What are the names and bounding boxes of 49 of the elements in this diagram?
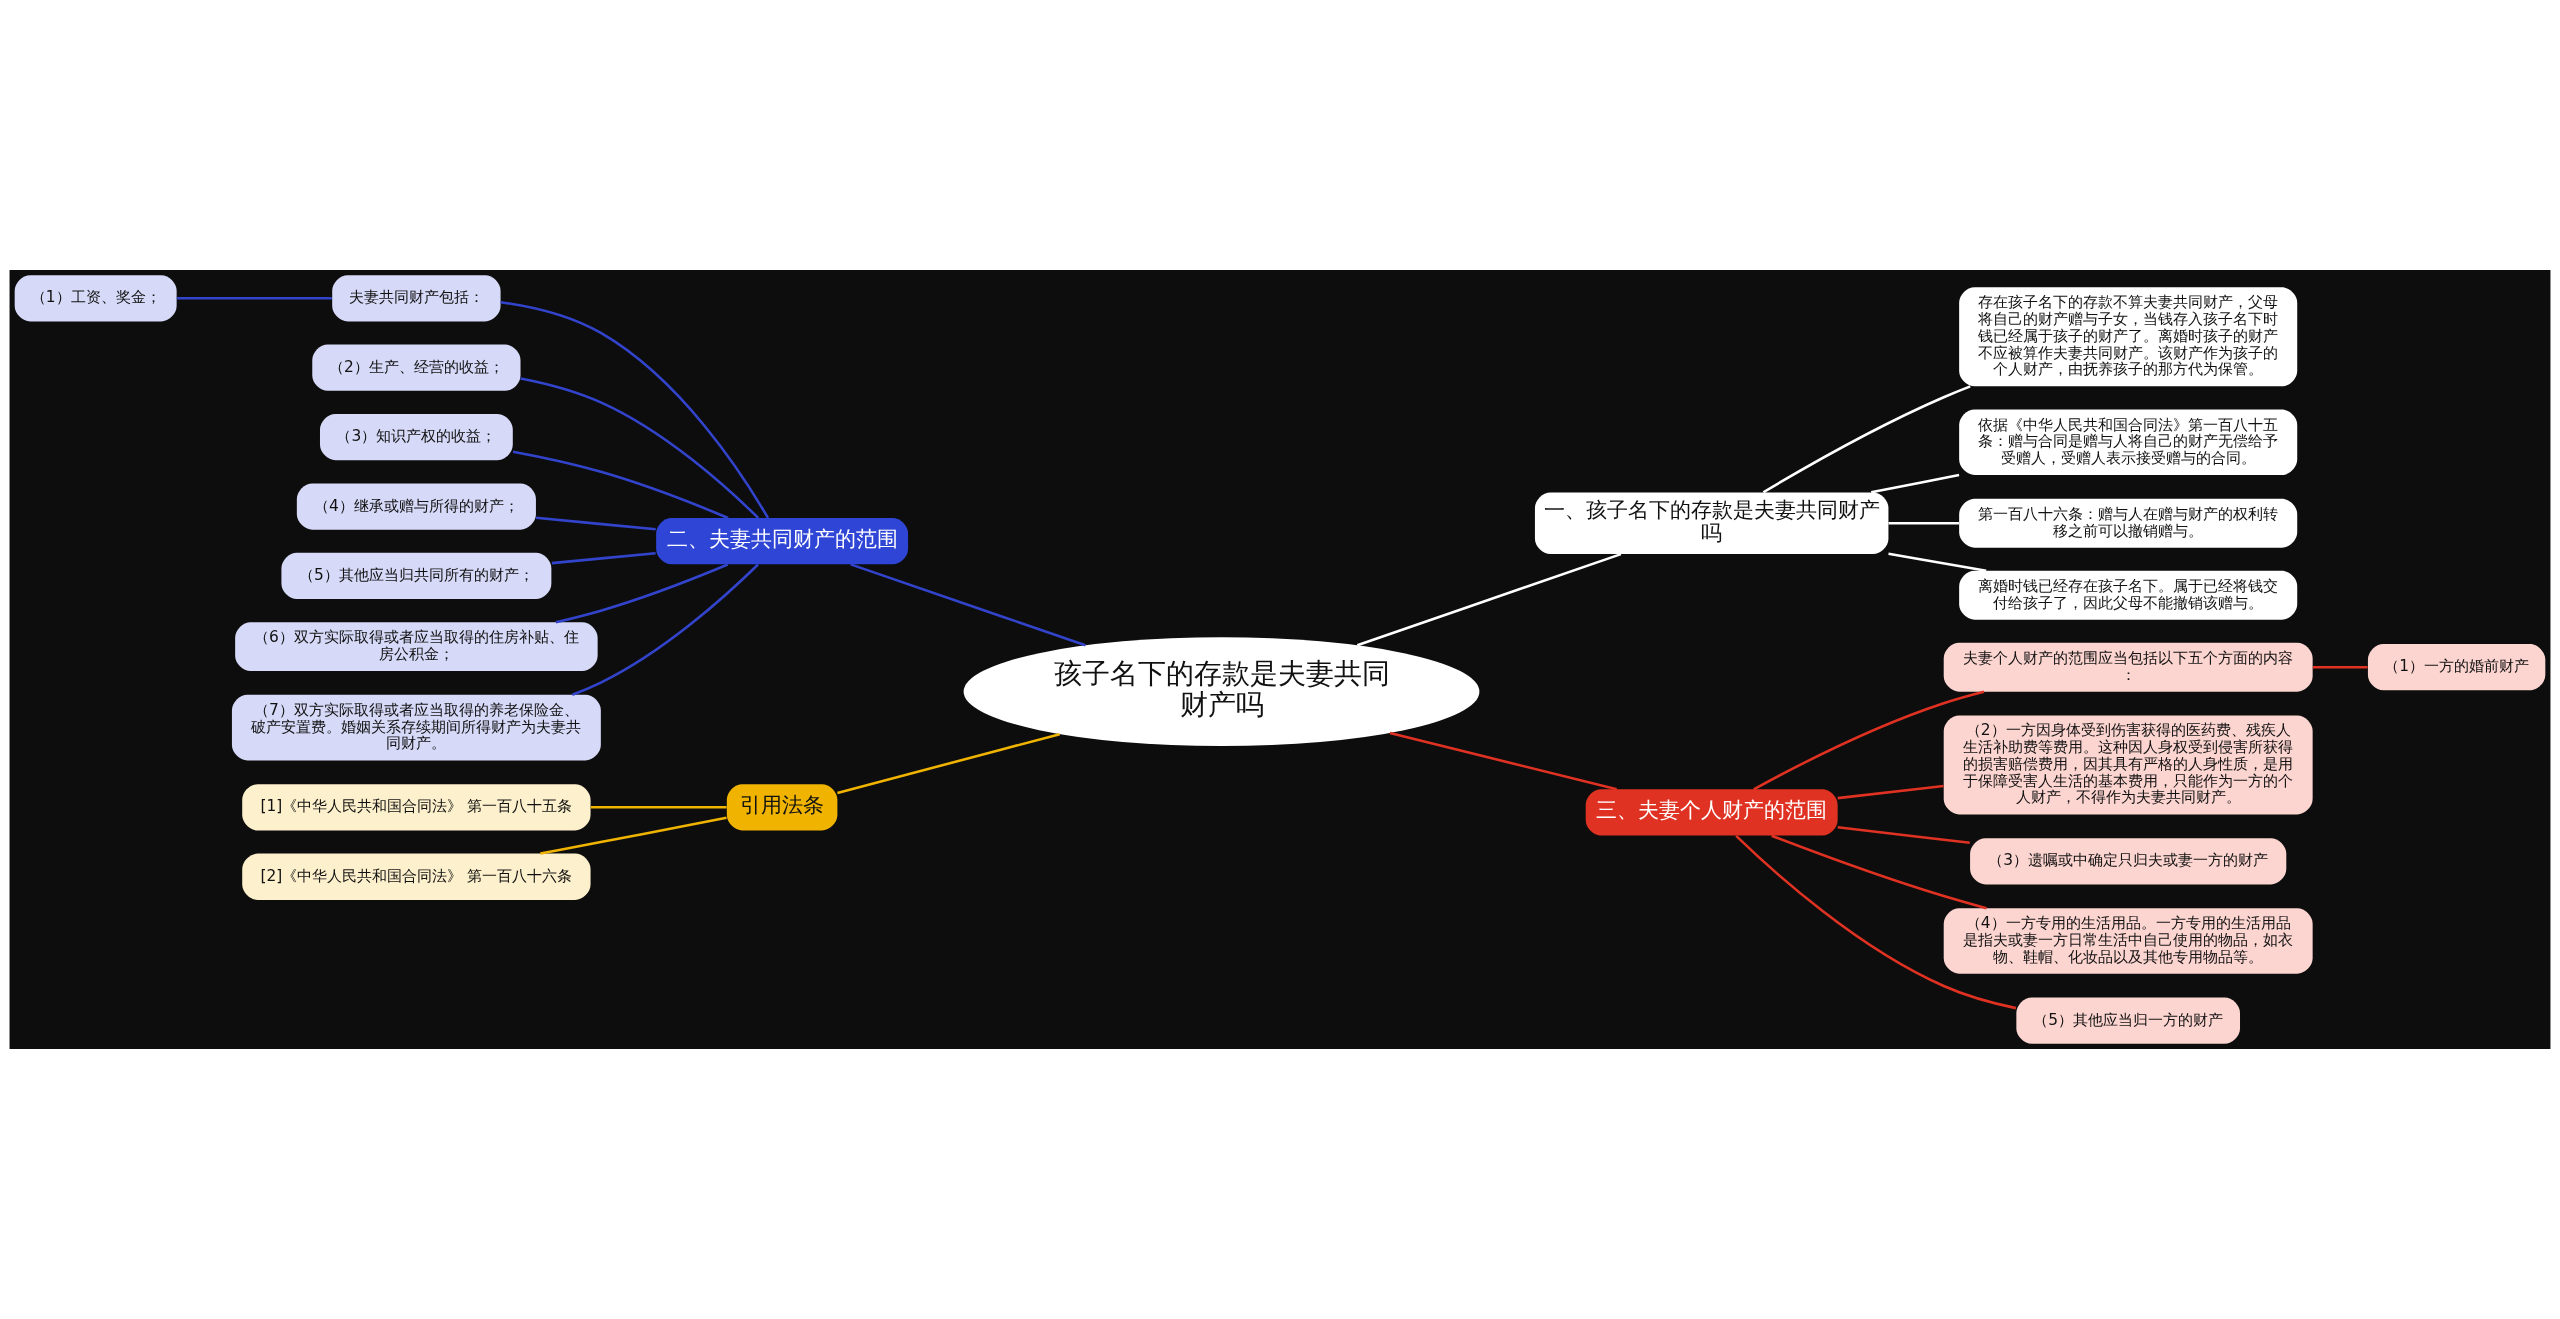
node-box: （5）其他应当归一方的财产 bbox=[2016, 997, 2240, 1044]
connector bbox=[1837, 784, 1944, 800]
node-box: 三、夫妻个人财产的范围 bbox=[1585, 789, 1838, 836]
connector bbox=[1837, 825, 1970, 845]
connector bbox=[551, 551, 656, 565]
connector bbox=[1888, 521, 1959, 525]
connector bbox=[837, 732, 1060, 795]
node-box: （4）一方专用的生活用品。一方专用的生活用品是指夫或妻一方日常生活中自己使用的物品，如衣物、鞋帽、化妆品以及其他专用物品等。 bbox=[1943, 908, 2313, 974]
node-box: （7）双方实际取得或者应当取得的养老保险金、破产安置费。婚姻关系存续期间所得财产为夫妻共同财产。 bbox=[231, 694, 601, 761]
connector bbox=[500, 300, 770, 519]
node-box: 引用法条 bbox=[726, 784, 838, 831]
node-ellipse: 孩子名下的存款是夫妻共同财产吗 bbox=[963, 637, 1480, 747]
connector bbox=[1762, 385, 1971, 494]
connector bbox=[540, 816, 727, 855]
node-box: （2）一方因身体受到伤害获得的医药费、残疾人生活补助费等费用。这种因人身权受到侵害所获得的损害赔偿费用，因其具有严格的人身性质，是用于保障受害人生活的基本费用，只能作为一方的个人财产，不得作为夫妻共同财产。 bbox=[1943, 715, 2313, 815]
connector bbox=[1871, 473, 1960, 494]
connector bbox=[850, 563, 1086, 647]
connector bbox=[176, 297, 332, 300]
node-box: 依据《中华人民共和国合同法》第一百八十五条：赠与合同是赠与人将自己的财产无偿给予受赠人，受赠人表示接受赠与的合同。 bbox=[1959, 409, 2298, 476]
node-box: （3）遗嘱或中确定只归夫或妻一方的财产 bbox=[1970, 838, 2287, 885]
node-box: [1]《中华人民共和国合同法》 第一百八十五条 bbox=[242, 784, 591, 831]
connector bbox=[1753, 690, 1985, 791]
node-box: （4）继承或赠与所得的财产； bbox=[296, 483, 536, 530]
node-box: 二、夫妻共同财产的范围 bbox=[656, 518, 909, 565]
connector bbox=[2312, 665, 2368, 669]
node-box: 夫妻共同财产包括： bbox=[332, 275, 501, 322]
node-box: （3）知识产权的收益； bbox=[320, 413, 513, 461]
connector bbox=[535, 516, 656, 531]
node-box: 离婚时钱已经存在孩子名下。属于已经将钱交付给孩子了，因此父母不能撤销该赠与。 bbox=[1959, 570, 2298, 620]
node-box: （2）生产、经营的收益； bbox=[312, 344, 521, 391]
connector bbox=[571, 563, 759, 696]
connector bbox=[520, 377, 760, 519]
connector bbox=[1389, 731, 1617, 791]
node-box: （1）一方的婚前财产 bbox=[2367, 644, 2546, 691]
node-box: [2]《中华人民共和国合同法》 第一百八十六条 bbox=[242, 853, 591, 900]
connector bbox=[1771, 834, 1987, 910]
connector bbox=[1888, 552, 1987, 573]
connector bbox=[1356, 552, 1622, 647]
node-box: 第一百八十六条：赠与人在赠与财产的权利转移之前可以撤销赠与。 bbox=[1959, 498, 2298, 548]
node-box: （1）工资、奖金； bbox=[14, 275, 177, 322]
connector bbox=[555, 563, 729, 624]
node-box: （5）其他应当归共同所有的财产； bbox=[281, 552, 552, 600]
connector bbox=[1735, 834, 2017, 1010]
connector bbox=[590, 806, 727, 809]
node-box: 一、孩子名下的存款是夫妻共同财产吗 bbox=[1534, 492, 1889, 555]
node-box: 夫妻个人财产的范围应当包括以下五个方面的内容： bbox=[1943, 642, 2313, 692]
connector bbox=[512, 450, 729, 520]
node-box: （6）双方实际取得或者应当取得的住房补贴、住房公积金； bbox=[235, 622, 598, 672]
node-box: 存在孩子名下的存款不算夫妻共同财产，父母将自己的财产赠与子女，当钱存入孩子名下时钱已经属于孩子的财产了。离婚时孩子的财产不应被算作夫妻共同财产。该财产作为孩子的个人财产，由抚养孩子的那方代为保管。 bbox=[1959, 287, 2298, 387]
